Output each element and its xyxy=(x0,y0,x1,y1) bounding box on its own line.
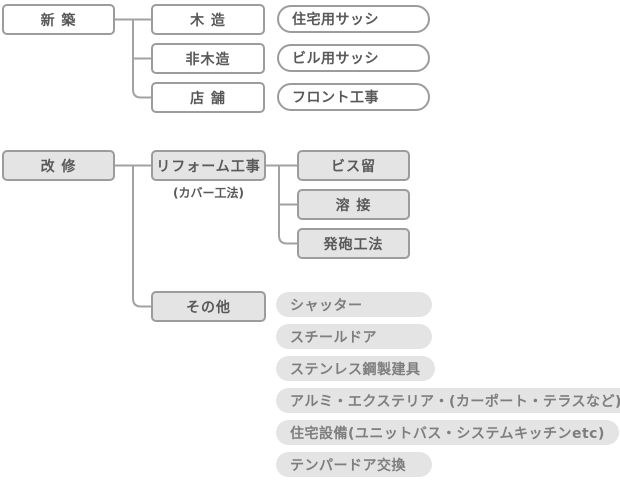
result-pill-building-sash: ビル用サッシ xyxy=(277,44,430,72)
other-item-steel-door: スチールドア xyxy=(276,324,432,349)
other-item-aluminum-exterior: アルミ・エクステリア・(カーポート・テラスなど) xyxy=(276,388,620,413)
node-new-construction: 新 築 xyxy=(2,4,115,35)
result-pill-residential-sash: 住宅用サッシ xyxy=(277,5,430,33)
node-method-foam: 発砲工法 xyxy=(297,228,410,259)
other-item-shutter: シャッター xyxy=(276,292,432,317)
reform-note-cover-method: (カバー工法) xyxy=(173,186,244,200)
node-store: 店 舗 xyxy=(151,82,265,113)
result-pill-front-construction: フロント工事 xyxy=(277,83,430,111)
node-renovation: 改 修 xyxy=(2,150,115,181)
node-others: その他 xyxy=(151,291,266,322)
other-item-tempered-door: テンパードア交換 xyxy=(276,452,432,477)
node-reform-works: リフォーム工事 xyxy=(151,150,266,181)
other-item-housing-equipment: 住宅設備(ユニットバス・システムキッチンetc) xyxy=(276,420,619,445)
other-item-stainless-fittings: ステンレス鋼製建具 xyxy=(276,356,435,381)
connector-trunk-reform xyxy=(278,165,297,245)
node-method-screw: ビス留 xyxy=(297,150,410,181)
connector-trunk-kaishu xyxy=(132,165,151,308)
node-non-wooden: 非木造 xyxy=(151,43,265,74)
connector-trunk-shinchiku xyxy=(132,19,151,99)
node-method-welding: 溶 接 xyxy=(297,189,410,220)
node-wooden: 木 造 xyxy=(151,4,265,35)
